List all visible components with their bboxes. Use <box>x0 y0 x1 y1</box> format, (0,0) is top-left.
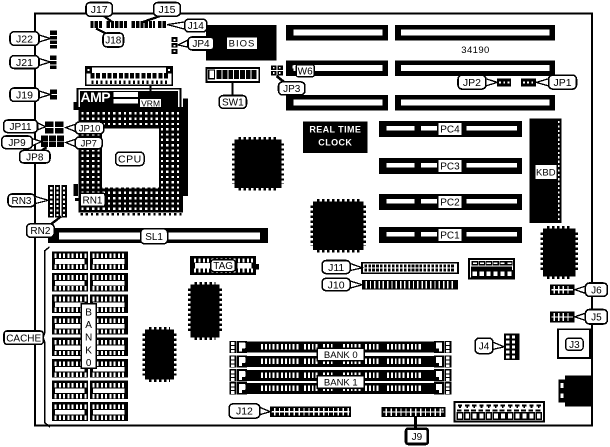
svg-text:J22: J22 <box>16 33 33 45</box>
svg-text:TAG: TAG <box>213 261 233 272</box>
svg-text:BANK 1: BANK 1 <box>324 378 358 389</box>
svg-text:N: N <box>85 333 92 344</box>
svg-text:B: B <box>85 308 92 319</box>
svg-text:JP3: JP3 <box>283 84 301 95</box>
svg-text:J12: J12 <box>236 406 253 418</box>
svg-text:0: 0 <box>86 358 92 369</box>
svg-text:VRM: VRM <box>141 98 160 108</box>
svg-text:PC4: PC4 <box>440 124 460 135</box>
svg-text:W6: W6 <box>298 66 313 77</box>
svg-text:JP9: JP9 <box>8 138 26 149</box>
svg-text:J4: J4 <box>479 341 490 352</box>
svg-text:J5: J5 <box>591 312 602 323</box>
svg-text:CPU: CPU <box>118 154 142 166</box>
svg-text:RN1: RN1 <box>82 195 102 206</box>
svg-text:J9: J9 <box>412 432 423 443</box>
svg-text:J10: J10 <box>328 279 345 291</box>
svg-text:SL1: SL1 <box>145 232 163 243</box>
svg-text:J19: J19 <box>16 89 33 101</box>
svg-text:J14: J14 <box>188 21 205 32</box>
svg-text:JP2: JP2 <box>463 77 481 89</box>
svg-text:J3: J3 <box>569 340 580 351</box>
svg-text:J17: J17 <box>91 4 108 16</box>
svg-text:JP7: JP7 <box>81 138 97 149</box>
svg-text:34190: 34190 <box>461 45 489 56</box>
svg-text:PC2: PC2 <box>440 197 460 208</box>
svg-text:RN2: RN2 <box>30 226 50 237</box>
svg-text:J18: J18 <box>105 36 122 47</box>
svg-text:REAL TIME: REAL TIME <box>309 125 361 135</box>
svg-text:J11: J11 <box>328 262 344 274</box>
svg-text:BANK 0: BANK 0 <box>324 350 358 361</box>
svg-text:SW1: SW1 <box>222 98 244 109</box>
svg-text:JP8: JP8 <box>26 152 44 163</box>
svg-text:J15: J15 <box>159 4 176 16</box>
svg-text:K: K <box>85 345 92 356</box>
svg-text:PC3: PC3 <box>440 161 460 172</box>
svg-text:RN3: RN3 <box>11 196 31 207</box>
svg-text:KBD: KBD <box>536 168 556 179</box>
svg-text:BIOS: BIOS <box>229 39 256 50</box>
svg-text:JP10: JP10 <box>79 123 101 134</box>
svg-text:A: A <box>85 320 92 331</box>
svg-text:JP11: JP11 <box>10 122 32 133</box>
svg-text:JP1: JP1 <box>554 77 572 89</box>
svg-text:J21: J21 <box>16 57 33 69</box>
svg-text:AMP: AMP <box>81 89 111 105</box>
svg-text:J6: J6 <box>591 285 602 296</box>
svg-text:CLOCK: CLOCK <box>318 138 352 148</box>
svg-text:JP4: JP4 <box>192 39 210 50</box>
svg-text:PC1: PC1 <box>440 230 460 241</box>
svg-text:CACHE: CACHE <box>6 333 41 344</box>
